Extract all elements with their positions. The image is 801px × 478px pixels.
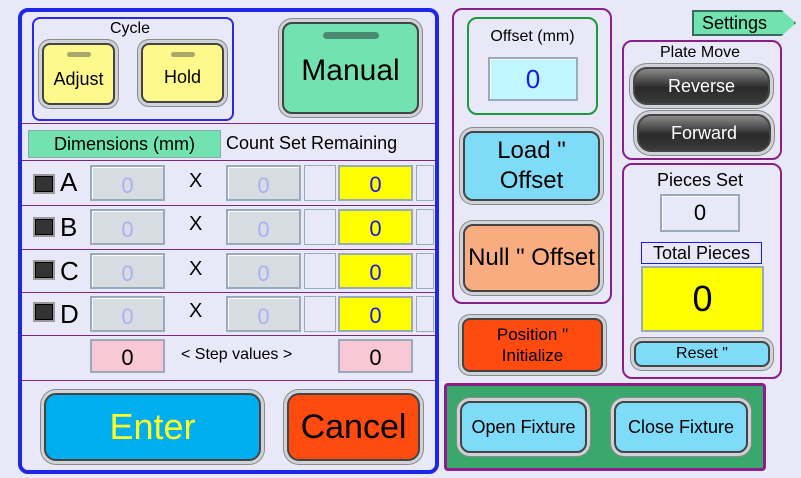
plate-move-panel <box>622 40 782 160</box>
row-b-dim2-input[interactable]: 0 <box>226 209 301 245</box>
offset-panel <box>452 8 612 304</box>
row-c-remaining: 0 <box>338 253 413 289</box>
divider-line <box>22 160 435 161</box>
open-fixture-button[interactable]: Open Fixture <box>460 401 587 453</box>
multiply-symbol: X <box>189 213 203 235</box>
offset-group <box>467 17 598 115</box>
pieces-panel <box>622 163 782 379</box>
row-d-remaining: 0 <box>338 296 413 332</box>
row-a-letter: A <box>60 167 78 197</box>
hold-button-label: Hold <box>163 66 202 87</box>
row-d-extra-cell <box>416 296 434 332</box>
row-b-letter: B <box>60 212 78 242</box>
multiply-symbol: X <box>189 258 203 280</box>
forward-button[interactable]: Forward <box>637 114 771 152</box>
divider-line <box>22 205 435 206</box>
row-b-remaining: 0 <box>338 209 413 245</box>
row-c-dim1-input[interactable]: 0 <box>90 253 165 289</box>
button-indicator-bar <box>66 52 91 57</box>
total-pieces-value: 0 <box>641 266 764 332</box>
row-a-dim1-input[interactable]: 0 <box>90 165 165 201</box>
row-a-checkbox[interactable] <box>33 174 55 194</box>
cycle-group <box>32 17 234 121</box>
divider-line <box>22 292 435 293</box>
enter-button[interactable]: Enter <box>44 393 261 461</box>
reverse-button[interactable]: Reverse <box>633 67 770 105</box>
adjust-button[interactable]: Adjust <box>42 43 115 105</box>
row-d-letter: D <box>60 299 79 329</box>
position-initialize-button[interactable]: Position " Initialize <box>462 318 603 372</box>
row-d-count-cell <box>304 296 336 332</box>
row-c-count-cell <box>304 253 336 289</box>
row-c-dim2-input[interactable]: 0 <box>226 253 301 289</box>
total-pieces-title: Total Pieces <box>641 242 762 264</box>
multiply-symbol: X <box>189 170 203 192</box>
row-b-dim1-input[interactable]: 0 <box>90 209 165 245</box>
step-right-value[interactable]: 0 <box>338 339 413 373</box>
row-d-dim2-input[interactable]: 0 <box>226 296 301 332</box>
cycle-title: Cycle <box>109 20 150 37</box>
adjust-button-label: Adjust <box>53 68 104 89</box>
manual-button[interactable]: Manual <box>282 22 419 114</box>
close-fixture-button[interactable]: Close Fixture <box>614 401 748 453</box>
divider-line <box>22 380 435 381</box>
row-b-checkbox[interactable] <box>33 217 55 237</box>
row-d-dim1-input[interactable]: 0 <box>90 296 165 332</box>
button-indicator-bar <box>170 52 195 57</box>
divider-line <box>22 335 435 336</box>
row-b-extra-cell <box>416 209 434 245</box>
row-c-extra-cell <box>416 253 434 289</box>
row-a-remaining: 0 <box>338 165 413 201</box>
plate-move-title: Plate Move <box>659 44 741 61</box>
offset-value: 0 <box>488 57 578 101</box>
row-a-extra-cell <box>416 165 434 201</box>
row-c-letter: C <box>60 256 79 286</box>
hold-button[interactable]: Hold <box>141 43 224 103</box>
pieces-set-title: Pieces Set <box>656 170 744 190</box>
button-indicator-bar <box>322 32 379 39</box>
offset-title: Offset (mm) <box>490 28 575 45</box>
multiply-symbol: X <box>189 300 203 322</box>
null-offset-button[interactable]: Null " Offset <box>463 224 600 292</box>
row-d-checkbox[interactable] <box>33 302 55 322</box>
step-left-value[interactable]: 0 <box>90 339 165 373</box>
manual-button-label: Manual <box>301 54 400 87</box>
step-values-label: < Step values > <box>181 346 293 363</box>
settings-tab[interactable]: Settings <box>692 10 796 36</box>
row-c-checkbox[interactable] <box>33 260 55 280</box>
row-a-dim2-input[interactable]: 0 <box>226 165 301 201</box>
row-a-count-cell <box>304 165 336 201</box>
pieces-set-value[interactable]: 0 <box>660 194 740 232</box>
dimensions-header: Dimensions (mm) <box>28 130 221 158</box>
reset-button[interactable]: Reset " <box>634 341 770 367</box>
cancel-button[interactable]: Cancel <box>287 393 420 461</box>
count-set-remaining-header: Count Set Remaining <box>226 133 398 153</box>
load-offset-button[interactable]: Load " Offset <box>463 131 600 201</box>
row-b-count-cell <box>304 209 336 245</box>
divider-line <box>22 249 435 250</box>
divider-line <box>22 123 435 124</box>
